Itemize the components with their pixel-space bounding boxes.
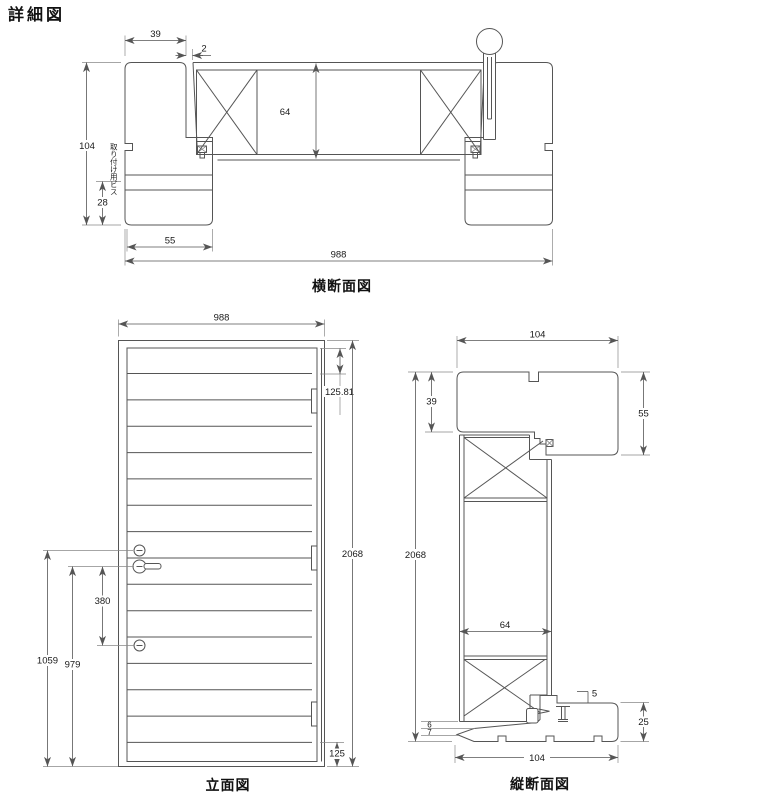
dim-text: 104 (79, 141, 95, 152)
dim-door-thickness: 64 (280, 63, 320, 159)
head-screw (545, 439, 554, 447)
hinge-top (311, 388, 318, 414)
dim-lock-height: 1059 (35, 550, 133, 767)
lock-cylinder-lower (133, 639, 146, 652)
door-groove-lines (127, 373, 312, 743)
dim-text: 39 (426, 397, 437, 408)
hinge-bottom (311, 701, 318, 727)
dim-text: 104 (530, 330, 546, 341)
dim-text: 55 (165, 236, 176, 247)
sill-profile (455, 695, 619, 742)
elevation-label: 立面図 (206, 777, 251, 793)
dim-screw-offset: 28 (95, 181, 121, 225)
hinge-middle (311, 545, 318, 571)
door-leaf-vertical (459, 434, 552, 722)
dim-text: 5 (592, 689, 597, 700)
dim-clearance: 2 (175, 44, 211, 60)
dim-text: 988 (214, 313, 230, 324)
dim-text: 28 (97, 198, 108, 209)
dim-jamb-width: 55 (126, 229, 213, 252)
dim-text: 7 (427, 728, 432, 737)
dim-handle-to-lock: 380 (93, 566, 134, 646)
dim-vs-door-thickness: 64 (459, 620, 552, 635)
cross-section-label: 横断面図 (312, 278, 372, 294)
dim-text: 104 (529, 753, 545, 764)
dim-elevation-width: 988 (118, 313, 325, 337)
dim-text: 64 (500, 620, 511, 631)
dim-bottom-rail: 125 (320, 742, 346, 767)
dim-text: 979 (65, 660, 81, 671)
dim-text: 1059 (37, 656, 58, 667)
dim-text: 380 (95, 596, 111, 607)
dim-jamb-face: 39 (124, 29, 187, 56)
lever-handle (132, 559, 162, 574)
page-title: 詳細図 (8, 5, 65, 24)
mounting-screw-note: 取り付け用ビス (109, 143, 119, 196)
dim-text: 55 (638, 409, 649, 420)
dim-text: 2068 (342, 549, 363, 560)
dim-head-width: 55 (621, 371, 651, 456)
door-handle (476, 28, 503, 140)
lock-cylinder-upper (133, 544, 146, 557)
dim-vs-height: 2068 (403, 371, 453, 742)
dim-floor-gaps: 6 7 (421, 721, 475, 737)
dim-elevation-height: 2068 (327, 340, 365, 767)
head-frame-profile (456, 371, 619, 456)
dim-overall-width: 988 (124, 229, 553, 266)
dim-text: 125 (329, 749, 345, 760)
sill-bolt-slot (556, 706, 570, 722)
dim-text: 6 (427, 721, 432, 730)
dim-text: 39 (150, 29, 161, 40)
handle-knob-icon (476, 28, 503, 55)
vertical-section: 64 5 25 (403, 330, 651, 792)
door-frame-outline (118, 340, 325, 767)
dim-frame-depth: 104 (77, 62, 121, 226)
horizontal-cross-section: 64 39 2 (77, 28, 553, 294)
dim-head-depth: 104 (456, 330, 619, 368)
dim-top-groove-pitch: 125.81 (320, 348, 355, 415)
dim-text: 2068 (405, 550, 426, 561)
dim-head-face: 39 (424, 372, 453, 433)
dim-text: 2 (201, 44, 206, 55)
right-jamb (464, 62, 553, 226)
door-leaf-section (192, 62, 485, 161)
elevation-view: 988 125.81 2068 125 (35, 313, 365, 793)
dim-text: 988 (331, 250, 347, 261)
dim-text: 125.81 (325, 387, 354, 398)
dim-text: 25 (638, 717, 649, 728)
dim-sill-depth: 104 (454, 745, 619, 764)
door-leaf-outline (126, 347, 318, 762)
dim-text: 64 (280, 107, 291, 118)
door-bottom-seal (526, 708, 550, 724)
dim-sill-lip: 5 (577, 689, 597, 703)
vertical-section-label: 縦断面図 (510, 776, 570, 792)
dim-sill-height: 25 (620, 702, 651, 742)
dim-handle-height: 979 (63, 566, 134, 767)
left-jamb (124, 62, 213, 226)
